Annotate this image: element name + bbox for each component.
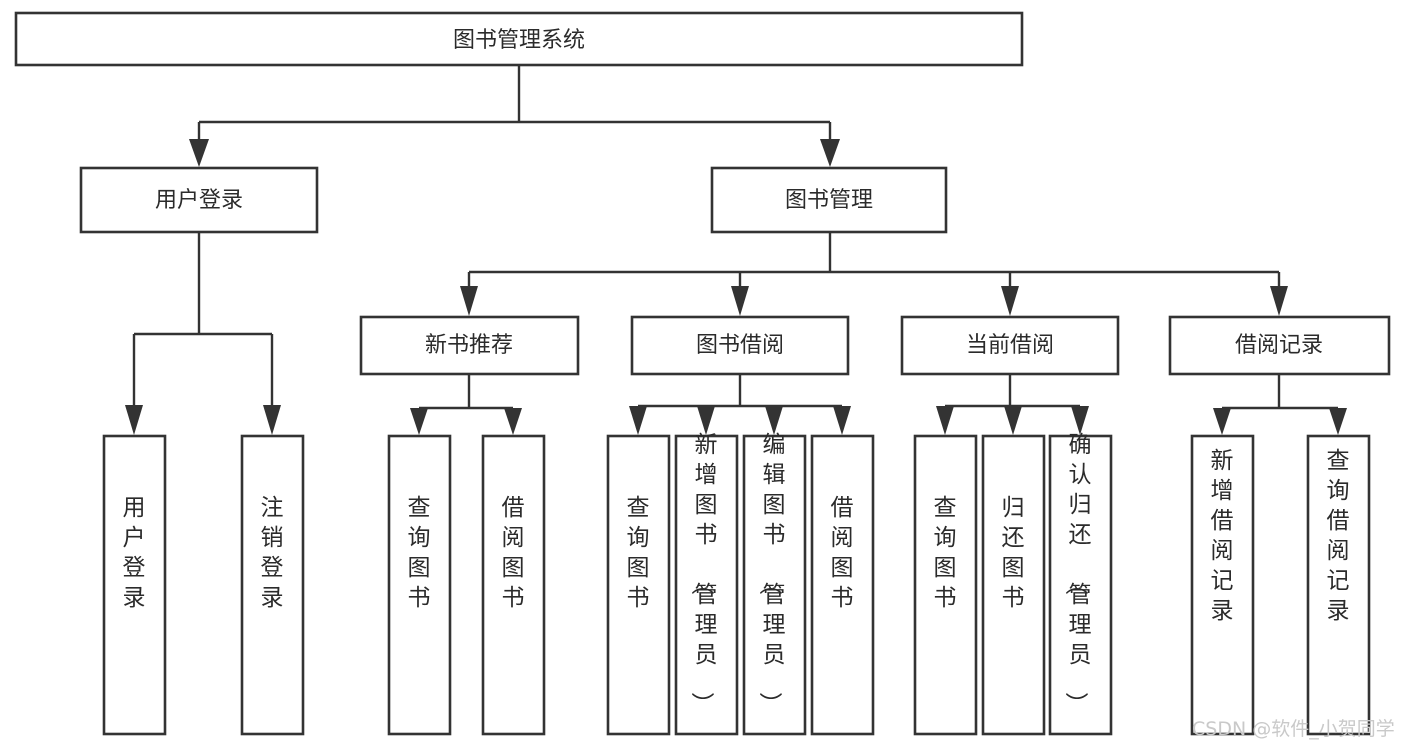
arrow-new-book-leaf-2-icon — [504, 408, 522, 435]
leaf-book-borrow-1[interactable]: 查询图书 — [606, 434, 671, 736]
node-book-manage-box[interactable] — [710, 166, 948, 234]
node-new-book-recommend[interactable]: 新书推荐 — [359, 315, 580, 376]
leaf-book-borrow-3-label: 编辑图书（管理员） — [757, 432, 786, 715]
arrow-current-borrow-leaf-2-icon — [1004, 406, 1022, 435]
arrow-current-borrow-leaf-3-icon — [1071, 406, 1089, 435]
leaf-user-login-2-box[interactable] — [240, 434, 305, 736]
arrow-user-login-leaf-2-icon — [263, 405, 281, 435]
leaf-new-book-2-box[interactable] — [481, 434, 546, 736]
arrow-to-current-borrow-icon — [1001, 286, 1019, 316]
node-current-borrow[interactable]: 当前借阅 — [900, 315, 1120, 376]
arrow-current-borrow-leaf-1-icon — [936, 406, 954, 435]
leaf-current-borrow-2-box[interactable] — [981, 434, 1046, 736]
leaf-book-borrow-4[interactable]: 借阅图书 — [810, 434, 875, 736]
arrow-to-new-book-recommend-icon — [460, 286, 478, 316]
node-book-borrow-label: 图书借阅 — [696, 333, 784, 358]
leaf-book-borrow-2[interactable]: 新增图书（管理员） — [674, 432, 739, 736]
node-root-system-box[interactable] — [14, 11, 1024, 67]
node-book-borrow-box[interactable] — [630, 315, 850, 376]
leaf-borrow-record-2-box[interactable] — [1306, 434, 1371, 736]
arrow-root-to-book-manage-icon — [820, 139, 840, 167]
arrow-user-login-leaf-1-icon — [125, 405, 143, 435]
leaf-book-borrow-1-label: 查询图书 — [627, 495, 650, 611]
arrow-to-book-borrow-icon — [731, 286, 749, 316]
leaf-user-login-2-label: 注销登录 — [261, 495, 284, 611]
leaf-current-borrow-3[interactable]: 确认归还（管理员） — [1048, 432, 1113, 736]
leaf-current-borrow-1-box[interactable] — [913, 434, 978, 736]
leaf-borrow-record-2-label: 查询借阅记录 — [1327, 448, 1350, 624]
arrow-borrow-record-leaf-2-icon — [1329, 408, 1347, 435]
node-borrow-record-label: 借阅记录 — [1235, 333, 1323, 358]
arrow-new-book-leaf-1-icon — [410, 408, 428, 435]
leaf-new-book-1-label: 查询图书 — [408, 495, 431, 611]
leaf-book-borrow-2-box[interactable] — [674, 434, 739, 736]
arrow-borrow-record-leaf-1-icon — [1213, 408, 1231, 435]
node-book-borrow[interactable]: 图书借阅 — [630, 315, 850, 376]
leaf-current-borrow-1-label: 查询图书 — [934, 495, 957, 611]
leaf-book-borrow-4-box[interactable] — [810, 434, 875, 736]
leaf-current-borrow-3-box[interactable] — [1048, 434, 1113, 736]
node-borrow-record-box[interactable] — [1168, 315, 1391, 376]
leaf-user-login-1[interactable]: 用户登录 — [102, 434, 167, 736]
node-book-manage[interactable]: 图书管理 — [710, 166, 948, 234]
leaf-book-borrow-1-box[interactable] — [606, 434, 671, 736]
arrow-root-to-user-login-icon — [189, 139, 209, 167]
node-root-system-label: 图书管理系统 — [453, 28, 585, 53]
leaf-new-book-1-box[interactable] — [387, 434, 452, 736]
leaf-user-login-2[interactable]: 注销登录 — [240, 434, 305, 736]
leaf-current-borrow-3-label: 确认归还（管理员） — [1063, 432, 1092, 715]
node-new-book-recommend-label: 新书推荐 — [425, 333, 513, 358]
leaf-borrow-record-2[interactable]: 查询借阅记录 — [1306, 434, 1371, 736]
leaf-new-book-2-label: 借阅图书 — [502, 495, 525, 611]
arrow-book-borrow-leaf-1-icon — [629, 406, 647, 435]
leaf-current-borrow-2[interactable]: 归还图书 — [981, 434, 1046, 736]
leaf-book-borrow-3-box[interactable] — [742, 434, 807, 736]
leaf-current-borrow-2-label: 归还图书 — [1002, 495, 1025, 611]
arrow-to-borrow-record-icon — [1270, 286, 1288, 316]
node-user-login[interactable]: 用户登录 — [79, 166, 319, 234]
node-current-borrow-box[interactable] — [900, 315, 1120, 376]
node-book-manage-label: 图书管理 — [785, 188, 873, 213]
node-user-login-box[interactable] — [79, 166, 319, 234]
leaf-borrow-record-1-box[interactable] — [1190, 434, 1255, 736]
leaf-user-login-1-label: 用户登录 — [123, 495, 146, 611]
watermark-label: CSDN @软件_小贺同学 — [1192, 718, 1395, 740]
arrow-book-borrow-leaf-4-icon — [833, 406, 851, 435]
leaf-user-login-1-box[interactable] — [102, 434, 167, 736]
leaf-current-borrow-1[interactable]: 查询图书 — [913, 434, 978, 736]
arrow-book-borrow-leaf-2-icon — [697, 406, 715, 435]
connector-layer — [125, 65, 1347, 435]
leaf-new-book-2[interactable]: 借阅图书 — [481, 434, 546, 736]
node-user-login-label: 用户登录 — [155, 188, 243, 213]
leaf-book-borrow-4-label: 借阅图书 — [831, 495, 854, 611]
leaf-borrow-record-1[interactable]: 新增借阅记录 — [1190, 434, 1255, 736]
node-root-system[interactable]: 图书管理系统 — [14, 11, 1024, 67]
leaf-book-borrow-3[interactable]: 编辑图书（管理员） — [742, 432, 807, 736]
node-borrow-record[interactable]: 借阅记录 — [1168, 315, 1391, 376]
leaf-book-borrow-2-label: 新增图书（管理员） — [689, 432, 718, 715]
leaf-new-book-1[interactable]: 查询图书 — [387, 434, 452, 736]
node-current-borrow-label: 当前借阅 — [966, 333, 1054, 358]
arrow-book-borrow-leaf-3-icon — [765, 406, 783, 435]
leaf-borrow-record-1-label: 新增借阅记录 — [1211, 448, 1234, 624]
node-new-book-recommend-box[interactable] — [359, 315, 580, 376]
